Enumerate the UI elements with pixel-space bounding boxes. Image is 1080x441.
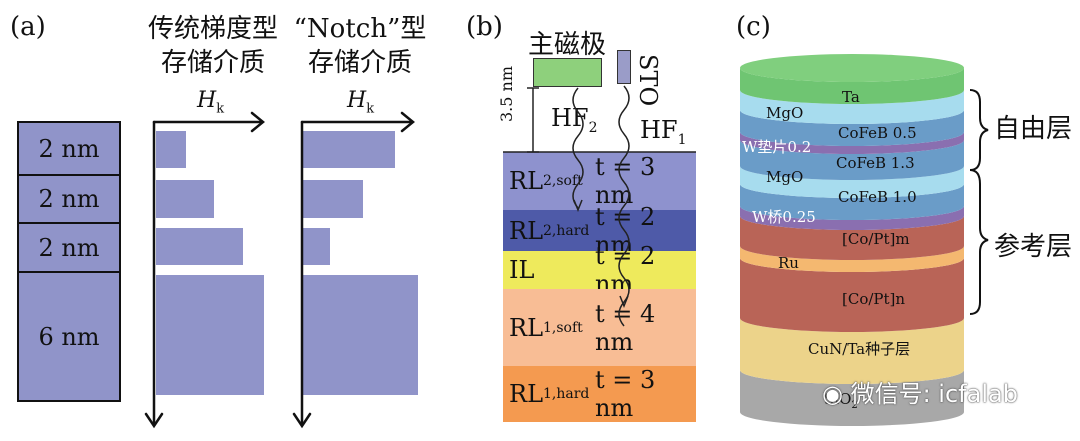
label-cofeb-13: CoFeB 1.3 [836, 154, 915, 172]
hf1-label: HF1 [640, 116, 687, 148]
label-sio2: SiO2 [824, 390, 858, 411]
stack-top [740, 54, 964, 82]
stack-band-seed [740, 318, 964, 384]
hk-label-gradient: Hk [197, 88, 225, 117]
stack-band-copt-n [740, 258, 964, 332]
stack-band-w025 [740, 206, 964, 230]
gradient-bar-1 [156, 131, 186, 168]
stack-band-mgo2 [740, 166, 964, 198]
stack-band-sio2 [740, 370, 964, 426]
stack-band-cofeb10 [740, 184, 964, 220]
stack-band-ru [740, 246, 964, 272]
label-seed: CuN/Ta种子层 [808, 340, 911, 358]
label-w-spacer: W垫片0.2 [742, 138, 812, 156]
stack-band-ta [740, 68, 964, 104]
notch-bar-4 [303, 275, 418, 395]
gradient-media-title: 传统梯度型 存储介质 [147, 14, 278, 78]
main-pole [533, 58, 602, 87]
label-w-bridge: W桥0.25 [752, 208, 816, 226]
stack-band-cofeb05 [740, 110, 964, 146]
label-copt-m: [Co/Pt]m [842, 230, 910, 248]
notch-bar-2 [303, 180, 363, 218]
panel-b-label: (b) [466, 12, 503, 42]
stack-band-cofeb13 [740, 140, 964, 180]
label-cofeb-10: CoFeB 1.0 [838, 188, 917, 206]
panel-c-label: (c) [736, 12, 771, 42]
panel-b-overlay [503, 85, 696, 327]
hk-label-notch: Hk [347, 88, 375, 117]
wechat-watermark: ◉ 微信号: icfalab [822, 380, 1018, 408]
label-mgo-2: MgO [766, 168, 804, 186]
gradient-bar-2 [156, 180, 214, 218]
panel-a-label: (a) [10, 12, 46, 42]
label-cofeb-05: CoFeB 0.5 [838, 124, 917, 142]
panel-a-axes [144, 111, 415, 429]
stack-band-copt-m [740, 216, 964, 260]
sto-block [617, 50, 631, 84]
gradient-bar-3 [156, 228, 243, 265]
stack-band-mgo1 [740, 90, 964, 124]
wechat-icon: ◉ [822, 380, 843, 408]
notch-bar-1 [303, 131, 395, 168]
layer-a-3: 2 nm [17, 222, 121, 273]
free-layer-label: 自由层 [994, 114, 1073, 144]
label-ru: Ru [778, 254, 799, 272]
label-mgo-1: MgO [766, 104, 804, 122]
reference-layer-label: 参考层 [994, 232, 1073, 262]
gradient-bar-4 [156, 275, 264, 395]
label-copt-n: [Co/Pt]n [842, 290, 906, 308]
notch-media-title: “Notch”型 存储介质 [293, 14, 427, 78]
main-pole-label: 主磁极 [528, 30, 607, 60]
notch-bar-3 [303, 228, 330, 265]
layer-a-4: 6 nm [17, 271, 121, 402]
label-ta: Ta [842, 88, 860, 106]
stack-band-w02 [740, 132, 964, 154]
